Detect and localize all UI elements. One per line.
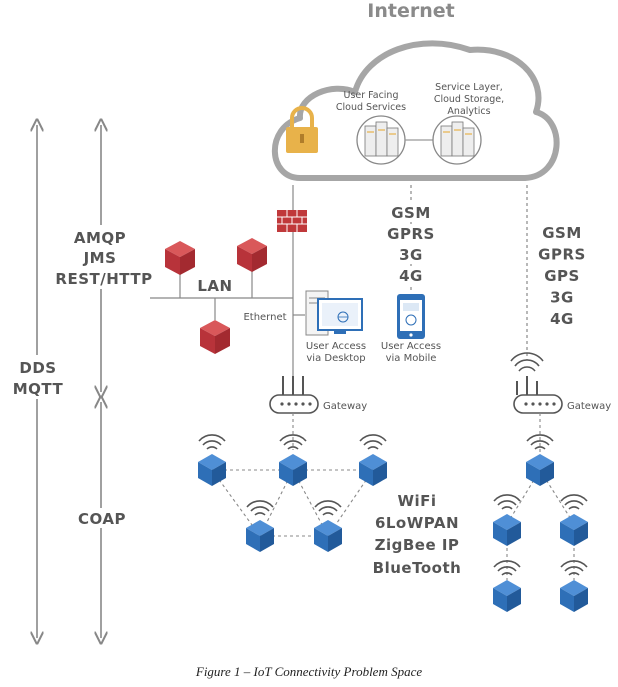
gateway-left-label: Gateway (323, 401, 367, 412)
lan-label: LAN (197, 277, 232, 295)
sensor-node-icon (279, 434, 307, 486)
sensor-node-icon (560, 494, 588, 546)
internet-title: Internet (367, 0, 454, 22)
firewall-icon (277, 210, 307, 232)
service-layer-label-1: Service Layer, (435, 82, 503, 93)
cellular-label: GSM (542, 224, 582, 242)
tree-links (506, 413, 575, 580)
cellular-mid-labels: GSM GPRS 3G 4G (387, 203, 435, 285)
lock-icon (286, 106, 318, 153)
cellular-label: 3G (550, 289, 574, 307)
protocol-mqtt: MQTT (13, 380, 64, 398)
protocol-upper-jms: JMS (83, 249, 117, 267)
lan-device-icon (165, 241, 195, 275)
wireless-bluetooth: BlueTooth (373, 559, 462, 577)
mobile-access-label-2: via Mobile (386, 353, 437, 364)
service-layer-label-2: Cloud Storage, (434, 94, 504, 105)
desktop-icon (305, 290, 363, 336)
cloud-services-server-icon (356, 115, 406, 165)
sensor-node-icon (314, 500, 342, 552)
mobile-icon (397, 294, 425, 339)
desktop-access-label-1: User Access (306, 341, 366, 352)
gateway-right-icon (510, 352, 563, 414)
figure-caption: Figure 1 – IoT Connectivity Problem Spac… (195, 664, 423, 679)
wireless-zigbee-ip: ZigBee IP (375, 536, 460, 554)
wireless-6lowpan: 6LoWPAN (375, 514, 459, 532)
protocol-upper-rest-http: REST/HTTP (55, 270, 152, 288)
sensor-node-icon (246, 500, 274, 552)
mobile-access-label-1: User Access (381, 341, 441, 352)
sensor-node-icon (359, 434, 387, 486)
gateway-right-label: Gateway (567, 401, 611, 412)
cellular-label: GSM (391, 204, 431, 222)
sensor-node-icon (560, 560, 588, 612)
cellular-right-labels: GSM GPRS GPS 3G 4G (538, 223, 586, 328)
sensor-node-icon (526, 434, 554, 486)
lan-device-icon (237, 238, 267, 272)
cellular-label: 4G (550, 310, 574, 328)
cloud-shape (271, 40, 560, 181)
cellular-label: GPRS (538, 246, 586, 264)
sensor-node-icon (198, 434, 226, 486)
protocol-dds: DDS (19, 359, 56, 377)
user-facing-label-2: Cloud Services (336, 102, 406, 113)
lan-device-icon (200, 320, 230, 354)
sensor-node-icon (493, 560, 521, 612)
cellular-label: 4G (399, 267, 423, 285)
gateway-left-icon (269, 376, 319, 414)
protocol-upper-amqp: AMQP (74, 229, 126, 247)
cellular-label: GPRS (387, 225, 435, 243)
user-facing-label-1: User Facing (343, 90, 398, 101)
desktop-access-label-2: via Desktop (306, 353, 365, 364)
protocol-coap: COAP (78, 510, 126, 528)
sensor-node-icon (493, 494, 521, 546)
service-layer-label-3: Analytics (447, 106, 490, 117)
cellular-label: 3G (399, 246, 423, 264)
wireless-wifi: WiFi (397, 492, 436, 510)
cellular-label: GPS (544, 267, 580, 285)
ethernet-label: Ethernet (243, 312, 286, 323)
analytics-server-icon (432, 115, 482, 165)
sensor-nodes (198, 434, 588, 612)
